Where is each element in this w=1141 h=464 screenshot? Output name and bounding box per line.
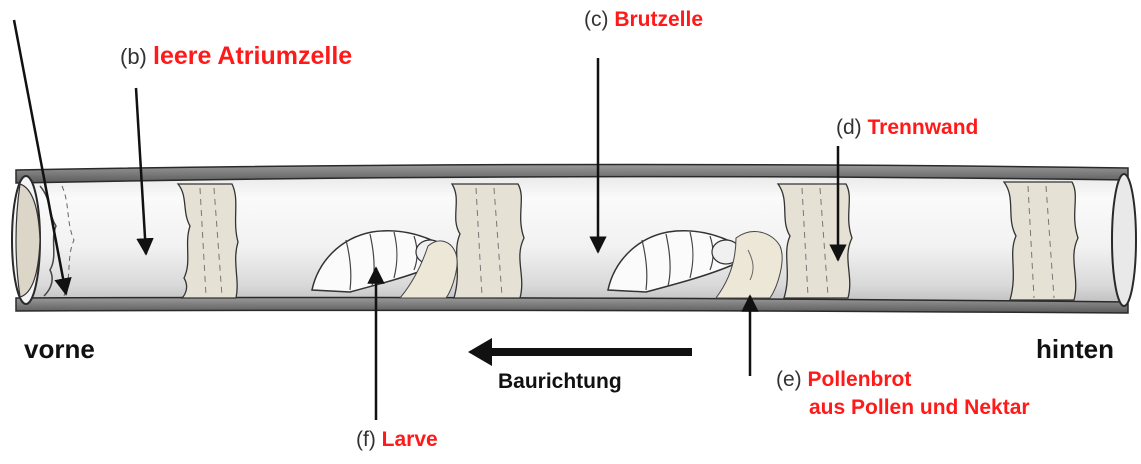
label-c-text: Brutzelle — [614, 8, 703, 31]
label-d-text: Trennwand — [868, 116, 979, 139]
build-direction-arrow — [468, 338, 692, 366]
partition-wall-4 — [1004, 182, 1078, 300]
label-back: hinten — [1036, 334, 1114, 365]
partition-wall-2 — [452, 184, 524, 298]
label-f-text: Larve — [382, 428, 438, 451]
label-e-text: Pollenbrot — [808, 368, 912, 391]
label-b: (b) leere Atriumzelle — [120, 42, 352, 71]
label-b-text: leere Atriumzelle — [153, 42, 352, 70]
label-b-prefix: (b) — [120, 44, 147, 69]
label-e-prefix: (e) — [776, 368, 802, 391]
label-e: (e) Pollenbrot aus Pollen und Nektar — [776, 366, 1030, 422]
label-e-text2: aus Pollen und Nektar — [809, 396, 1030, 419]
label-d-prefix: (d) — [836, 116, 862, 139]
label-c-prefix: (c) — [584, 8, 609, 31]
label-c: (c) Brutzelle — [584, 8, 703, 32]
label-front: vorne — [24, 334, 95, 365]
label-d: (d) Trennwand — [836, 116, 978, 140]
label-f-prefix: (f) — [356, 428, 376, 451]
build-direction-label: Baurichtung — [498, 370, 622, 394]
partition-wall-3 — [778, 184, 852, 298]
label-f: (f) Larve — [356, 428, 438, 452]
